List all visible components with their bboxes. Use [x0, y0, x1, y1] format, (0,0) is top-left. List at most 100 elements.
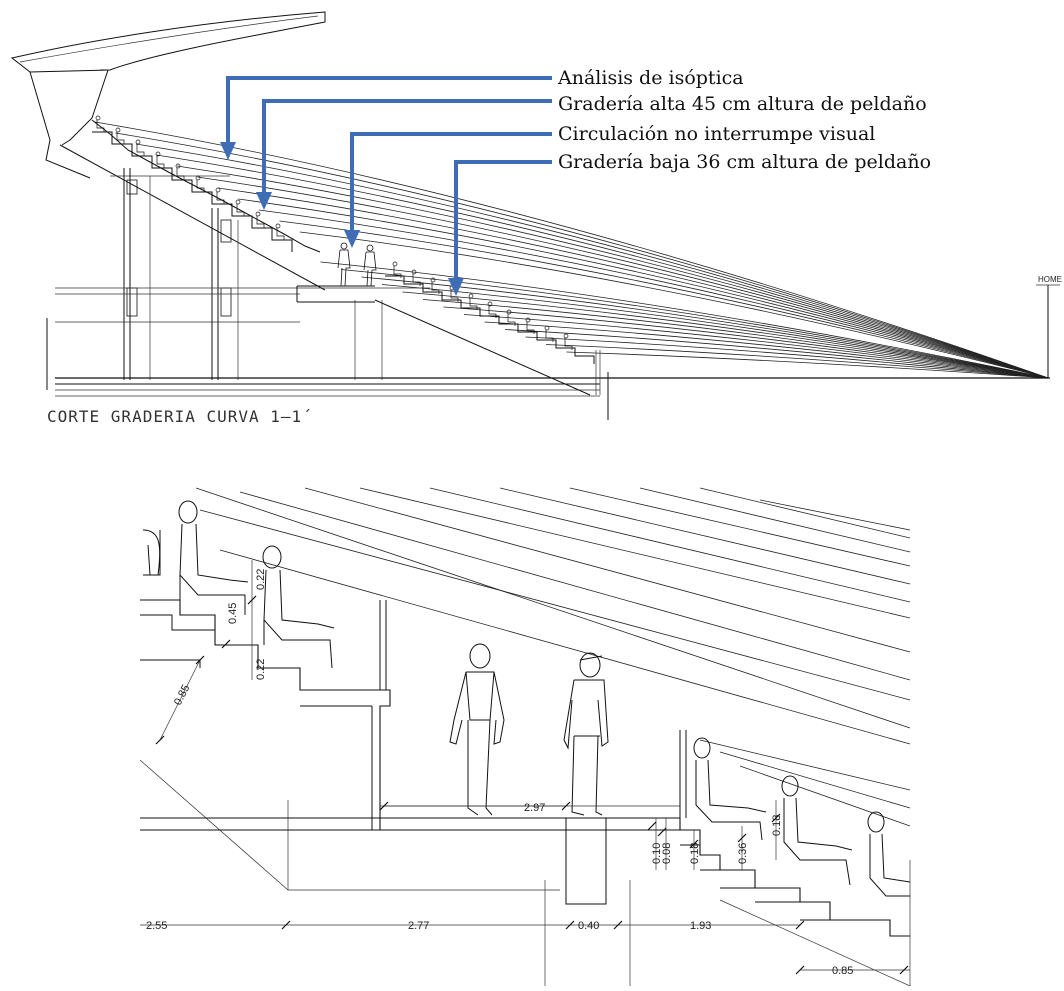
sightline	[402, 291, 1049, 379]
sightline	[361, 276, 1049, 379]
detail-concourse	[140, 805, 680, 986]
spectator-head	[430, 277, 436, 283]
spectator-body	[136, 144, 145, 156]
spectator-head	[563, 333, 569, 339]
spectator-body	[412, 274, 421, 286]
spectator-head	[487, 301, 493, 307]
sightline	[463, 314, 1049, 379]
detail-seated-figure-2	[262, 545, 335, 669]
dim-1-93: 1.93	[690, 920, 711, 932]
detail-upper-steps	[139, 530, 560, 891]
dim-0-22-top: 0.22	[255, 569, 267, 590]
spectator-head	[525, 317, 531, 323]
arrowhead-graderia-baja	[448, 278, 464, 296]
sightline	[279, 220, 1049, 379]
upper-spectators	[95, 115, 285, 240]
spectator-head	[155, 151, 161, 157]
dim-2-97: 2.97	[524, 802, 545, 814]
spectator-body	[545, 330, 554, 342]
spectator-body	[488, 306, 497, 318]
detail-dimension-lines	[140, 560, 910, 971]
spectator-head	[255, 211, 261, 217]
spectator-head	[392, 261, 398, 267]
annotation-isoptica: Análisis de isóptica	[557, 67, 744, 89]
sightline	[320, 261, 1049, 379]
dim-0-45: 0.45	[227, 603, 239, 624]
callout-arrow-circulacion	[350, 132, 552, 234]
spectator-body	[276, 228, 285, 240]
detail-partial-figure	[142, 529, 161, 576]
dim-0-10: 0.10	[651, 843, 663, 864]
home-label: HOME	[1038, 275, 1062, 284]
detail-seated-figure-5	[867, 811, 911, 897]
detail-section: 0.85 0.45 0.22 0.22 2.97 0.10 0.08 0.18 …	[139, 487, 911, 987]
sightline	[525, 336, 1049, 379]
spectator-head	[95, 115, 101, 121]
sightline	[238, 198, 1049, 379]
callout-arrow-isoptica	[226, 76, 552, 146]
spectator-body	[393, 266, 402, 278]
annotation-graderia-alta: Gradería alta 45 cm altura de peldaño	[558, 93, 927, 115]
spectator-head	[135, 139, 141, 145]
sightline	[197, 176, 1049, 379]
circulation-people-small	[337, 242, 377, 287]
detail-seated-figure-1	[178, 500, 249, 615]
dim-0-36: 0.36	[737, 843, 749, 864]
dim-0-85-diagonal: 0.85	[172, 683, 192, 708]
spectator-head	[275, 223, 281, 229]
sightline	[258, 209, 1049, 379]
spectator-body	[196, 180, 205, 192]
sightline	[545, 344, 1049, 379]
spectator-body	[216, 192, 225, 204]
sightline	[340, 269, 1049, 379]
spectator-body	[450, 290, 459, 302]
annotation-circulacion: Circulación no interrumpe visual	[558, 123, 875, 145]
sightline	[299, 231, 1049, 379]
dim-2-77: 2.77	[408, 920, 429, 932]
sightline	[566, 351, 1049, 379]
dim-0-18-a: 0.18	[689, 843, 701, 864]
dim-0-85-bottom: 0.85	[832, 965, 853, 977]
home-marker: HOME	[1036, 275, 1062, 378]
sightline	[504, 329, 1049, 379]
dim-0-40: 0.40	[578, 920, 599, 932]
dim-2-55: 2.55	[146, 920, 167, 932]
sightline	[381, 284, 1049, 379]
sightline	[484, 321, 1049, 379]
section-title: CORTE GRADERIA CURVA 1–1´	[47, 407, 313, 426]
isoptic-sightlines	[94, 121, 1049, 379]
spectator-head	[544, 325, 550, 331]
spectator-body	[96, 120, 105, 132]
sightline	[115, 132, 1049, 379]
arrowhead-graderia-alta	[256, 192, 272, 210]
spectator-head	[175, 163, 181, 169]
top-section: HOME CORTE GRADERIA CURVA 1–1´	[10, 11, 1062, 426]
sightline	[443, 306, 1049, 379]
spectator-body	[156, 156, 165, 168]
spectator-head	[411, 269, 417, 275]
spectator-head	[506, 309, 512, 315]
spectator-body	[526, 322, 535, 334]
detail-seated-figure-3	[693, 737, 767, 841]
callout-arrow-graderia-baja	[454, 160, 552, 282]
detail-seated-figure-4	[781, 775, 853, 886]
spectator-head	[235, 199, 241, 205]
sightline	[135, 143, 1049, 379]
arrowhead-circulacion	[344, 230, 360, 248]
spectator-body	[176, 168, 185, 180]
sightline	[156, 154, 1049, 379]
spectator-head	[215, 187, 221, 193]
spectator-body	[469, 298, 478, 310]
arrowhead-isoptica	[220, 142, 236, 160]
spectator-head	[195, 175, 201, 181]
spectator-head	[115, 127, 121, 133]
lower-spectators	[392, 261, 573, 350]
upper-stand	[59, 119, 326, 291]
spectator-body	[256, 216, 265, 228]
detail-standing-person	[563, 652, 609, 816]
detail-walking-person	[449, 643, 505, 816]
spectator-head	[468, 293, 474, 299]
spectator-body	[431, 282, 440, 294]
detail-sightlines	[195, 487, 911, 827]
